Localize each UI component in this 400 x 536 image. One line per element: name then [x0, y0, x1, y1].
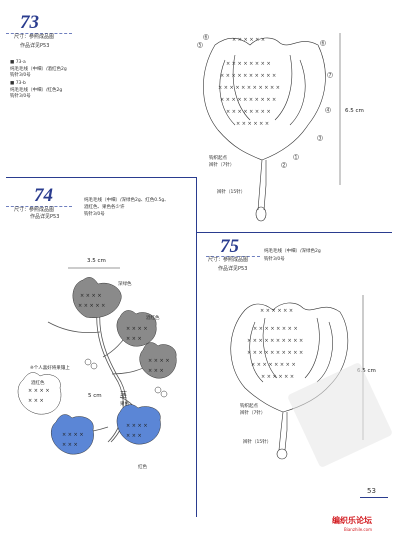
variant-a-id: ■ 73-a	[10, 60, 26, 65]
pattern-73-size: 尺寸：参照成品图	[14, 34, 55, 40]
svg-text:× × × × × × × ×: × × × × × × × ×	[251, 362, 296, 368]
pattern-74-number: 74	[34, 185, 53, 206]
svg-text:× × ×: × × ×	[126, 433, 142, 439]
start-label-75: 钩织起点	[240, 404, 258, 409]
svg-text:× × ×: × × ×	[62, 442, 78, 448]
svg-text:× × × × × × × × × ×: × × × × × × × × × ×	[220, 73, 276, 79]
svg-text:× × ×: × × ×	[28, 398, 44, 404]
pattern-74-hook: 钩针3/0号	[84, 212, 105, 217]
svg-text:× × × ×: × × × ×	[28, 388, 50, 394]
variant-b-hook: 钩针3/0号	[10, 94, 31, 99]
svg-text:× × × ×: × × × ×	[62, 432, 84, 438]
pattern-75-hook: 钩针3/0号	[264, 257, 285, 262]
svg-text:6: 6	[322, 41, 325, 47]
wreath-diagram-74: × × × × × × × × × × × × × × × × × × × × × ×…	[17, 267, 177, 455]
svg-text:1: 1	[295, 155, 298, 161]
svg-text:7: 7	[329, 73, 332, 79]
svg-text:× × ×: × × ×	[126, 336, 142, 342]
svg-text:4: 4	[327, 108, 330, 114]
divider	[6, 33, 72, 34]
svg-text:3: 3	[319, 136, 322, 142]
variant-b-id: ■ 73-b	[10, 81, 26, 86]
svg-text:× × × × × ×: × × × × × ×	[236, 121, 269, 127]
color-label-orange: 果色	[120, 402, 129, 407]
pattern-74-yarn: 纯毛毛线（中细）/深绿色2g、红色0.5g、	[84, 198, 169, 203]
pattern-75-size: 尺寸：参照成品图	[208, 257, 249, 263]
divider	[6, 206, 72, 207]
svg-text:× × × × × × × ×: × × × × × × × ×	[253, 326, 298, 332]
variant-a-hook: 钩针3/0号	[10, 73, 31, 78]
frame-top-75	[196, 232, 392, 233]
page-number-rule	[360, 497, 388, 498]
svg-text:2: 2	[283, 163, 286, 169]
pattern-74-yarn2: 酒红色、果色各少许	[84, 205, 125, 210]
pattern-75-number: 75	[220, 236, 239, 257]
pattern-75-ref: 作品详见P53	[218, 266, 248, 272]
svg-text:× × × × × × × × × ×: × × × × × × × × × ×	[220, 97, 276, 103]
frame-top-74	[6, 177, 196, 178]
variant-a-yarn: 纯毛毛线（中细）/酒红色2g	[10, 67, 67, 72]
pattern-74-ref: 作品详见P53	[30, 214, 60, 220]
color-label-red: 红色	[138, 465, 147, 470]
svg-text:× × × × × ×: × × × × × ×	[261, 374, 294, 380]
svg-text:× × ×: × × ×	[148, 368, 164, 374]
site-watermark: 编织乐论坛	[332, 516, 372, 525]
svg-text:6: 6	[205, 35, 208, 41]
loop-label-75: 辫针（7针）	[240, 411, 266, 416]
site-watermark-url: Bianzhile.com	[344, 527, 372, 532]
svg-text:× × × × × × × × × ×: × × × × × × × × × ×	[247, 350, 303, 356]
color-label-dark-green: 深绿色	[118, 282, 132, 287]
leaf-diagram-73: × × × × × × × × × × × × × × × × × × × × …	[197, 33, 341, 222]
loop-label-73: 辫针（7针）	[209, 163, 235, 168]
pattern-74-size: 尺寸：参照成品图	[14, 207, 55, 213]
start-label-73: 钩织起点	[209, 156, 227, 161]
page-number: 53	[367, 487, 376, 495]
svg-text:× × × × × ×: × × × × × ×	[232, 37, 265, 43]
svg-text:× × × × ×: × × × × ×	[78, 303, 105, 309]
divider	[206, 256, 260, 257]
stem-length-74: 5 cm	[88, 393, 102, 399]
stem-label-75: 辫针（15针）	[243, 440, 272, 445]
svg-text:5: 5	[199, 43, 202, 49]
svg-text:× × × ×: × × × ×	[148, 358, 170, 364]
svg-text:× × × × × × × ×: × × × × × × × ×	[226, 61, 271, 67]
color-label-wine-left: 酒红色	[31, 381, 45, 386]
color-label-wine: 酒红色	[146, 316, 160, 321]
stem-label-73: 辫针（15针）	[217, 190, 246, 195]
note-74: ※个人喜好将果镶上	[30, 366, 70, 371]
frame-divider	[196, 177, 197, 517]
stem-label-74: 茎	[120, 391, 127, 399]
height-measure-75: 6.5 cm	[357, 368, 376, 374]
svg-text:× × × × × × × ×: × × × × × × × ×	[226, 109, 271, 115]
pattern-73-number: 73	[20, 12, 39, 33]
pattern-75-yarn: 纯毛毛线（中细）/深绿色2g	[264, 249, 321, 254]
height-measure-73: 6.5 cm	[345, 108, 364, 114]
svg-text:× × × × × ×: × × × × × ×	[260, 308, 293, 314]
svg-text:× × × ×: × × × ×	[80, 293, 102, 299]
width-measure-74: 3.5 cm	[87, 258, 106, 264]
svg-text:× × × × × × × × × × ×: × × × × × × × × × × ×	[218, 85, 280, 91]
variant-b-yarn: 纯毛毛线（中细）/红色2g	[10, 88, 63, 93]
pattern-73-ref: 作品详见P53	[20, 43, 50, 49]
svg-text:× × × ×: × × × ×	[126, 423, 148, 429]
svg-text:× × × ×: × × × ×	[126, 326, 148, 332]
svg-text:× × × × × × × × × ×: × × × × × × × × × ×	[247, 338, 303, 344]
